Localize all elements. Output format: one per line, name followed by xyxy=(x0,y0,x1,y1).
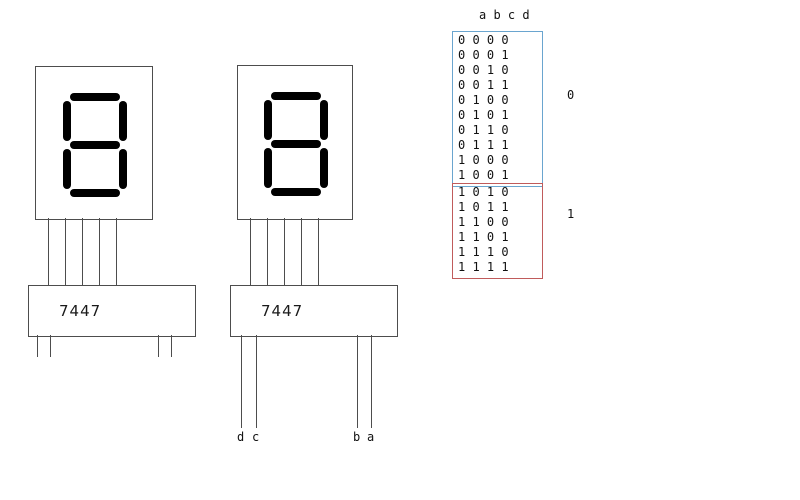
table-row: 1 1 1 1 xyxy=(458,260,509,274)
table-row: 1 1 0 1 xyxy=(458,230,509,244)
display2-pin xyxy=(267,218,268,285)
table-row: 1 0 0 0 xyxy=(458,153,509,167)
chip1-pin xyxy=(50,335,51,357)
display1-pin xyxy=(48,218,49,285)
display1-pin xyxy=(99,218,100,285)
chip-label: 7447 xyxy=(261,302,304,320)
display2-pin xyxy=(284,218,285,285)
pin-label-c: c xyxy=(252,430,260,444)
chip-7447-1: 7447 xyxy=(28,285,196,337)
table-row: 0 0 0 0 xyxy=(458,33,509,47)
table-row: 1 0 1 0 xyxy=(458,185,509,199)
table-row: 0 1 1 1 xyxy=(458,138,509,152)
truth-table-group-0-box: 0 0 0 0 0 0 0 1 0 0 1 0 0 0 1 1 0 1 0 0 … xyxy=(452,31,543,187)
seven-segment-digit-2 xyxy=(264,92,328,196)
table-row: 1 0 0 1 xyxy=(458,168,509,182)
chip1-pin xyxy=(37,335,38,357)
display2-pin xyxy=(318,218,319,285)
chip1-pin xyxy=(171,335,172,357)
chip-label: 7447 xyxy=(59,302,102,320)
table-row: 1 1 0 0 xyxy=(458,215,509,229)
display2-pin xyxy=(250,218,251,285)
display2-pin xyxy=(301,218,302,285)
table-row: 0 0 1 0 xyxy=(458,63,509,77)
truth-table-group-1-box: 1 0 1 0 1 0 1 1 1 1 0 0 1 1 0 1 1 1 1 0 … xyxy=(452,183,543,279)
table-row: 1 0 1 1 xyxy=(458,200,509,214)
group-1-label: 1 xyxy=(567,207,575,221)
input-pin-b xyxy=(357,335,358,428)
truth-table-header: a b c d xyxy=(479,8,530,22)
pin-label-b: b xyxy=(353,430,361,444)
chip1-pin xyxy=(158,335,159,357)
table-row: 1 1 1 0 xyxy=(458,245,509,259)
seven-segment-digit-1 xyxy=(63,93,127,197)
input-pin-d xyxy=(241,335,242,428)
pin-label-a: a xyxy=(367,430,375,444)
table-row: 0 1 0 1 xyxy=(458,108,509,122)
seven-segment-display-1 xyxy=(35,66,153,220)
table-row: 0 0 0 1 xyxy=(458,48,509,62)
group-0-label: 0 xyxy=(567,88,575,102)
input-pin-c xyxy=(256,335,257,428)
display1-pin xyxy=(82,218,83,285)
table-row: 0 0 1 1 xyxy=(458,78,509,92)
table-row: 0 1 0 0 xyxy=(458,93,509,107)
display1-pin xyxy=(116,218,117,285)
pin-label-d: d xyxy=(237,430,245,444)
display1-pin xyxy=(65,218,66,285)
table-row: 0 1 1 0 xyxy=(458,123,509,137)
chip-7447-2: 7447 xyxy=(230,285,398,337)
input-pin-a xyxy=(371,335,372,428)
seven-segment-display-2 xyxy=(237,65,353,220)
